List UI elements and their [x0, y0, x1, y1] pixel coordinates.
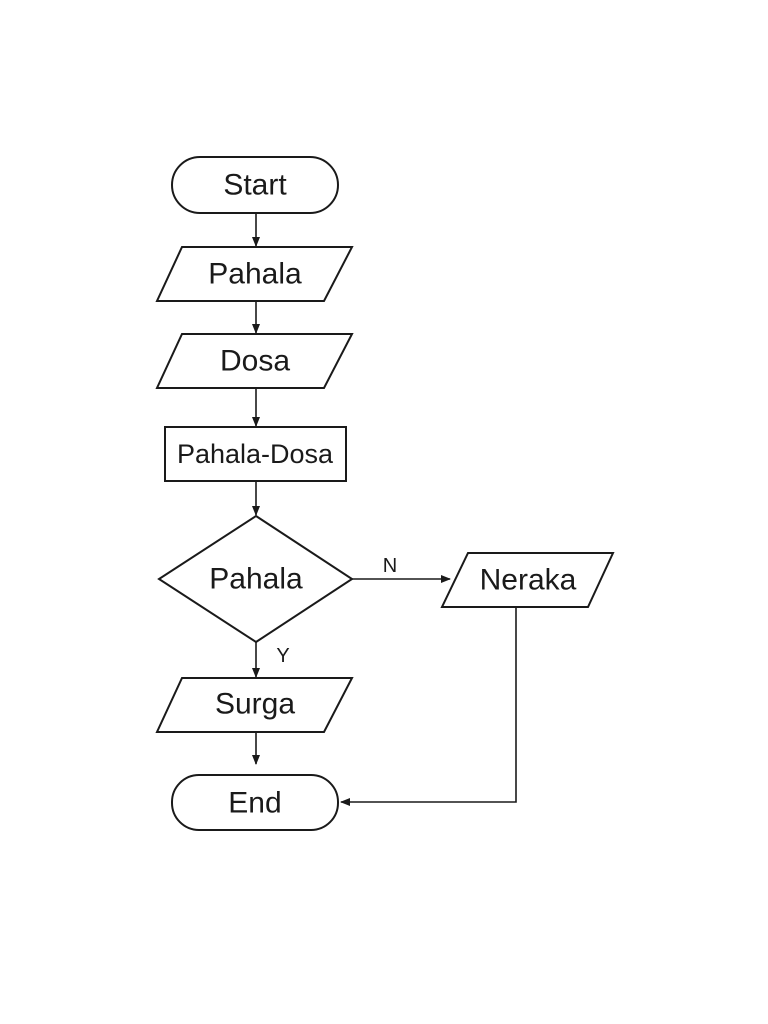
branch-label-yes: Y: [276, 645, 289, 667]
end-label: End: [228, 787, 281, 820]
arrow-neraka-to-end: [340, 607, 517, 806]
input-dosa-label: Dosa: [220, 345, 290, 378]
end-node: End: [171, 774, 339, 831]
decision-label: Pahala: [209, 563, 303, 596]
branch-label-no: N: [383, 555, 397, 577]
process-label: Pahala-Dosa: [177, 439, 334, 469]
start-node: Start: [171, 156, 339, 214]
output-neraka-label: Neraka: [480, 564, 577, 597]
output-neraka-node: Neraka: [440, 552, 615, 608]
input-pahala-node: Pahala: [155, 246, 354, 302]
output-surga-node: Surga: [155, 677, 354, 733]
process-node: Pahala-Dosa: [164, 426, 347, 482]
input-pahala-label: Pahala: [208, 258, 302, 291]
decision-node: Pahala: [157, 514, 354, 644]
start-label: Start: [223, 169, 287, 202]
input-dosa-node: Dosa: [155, 333, 354, 389]
output-surga-label: Surga: [215, 688, 295, 721]
